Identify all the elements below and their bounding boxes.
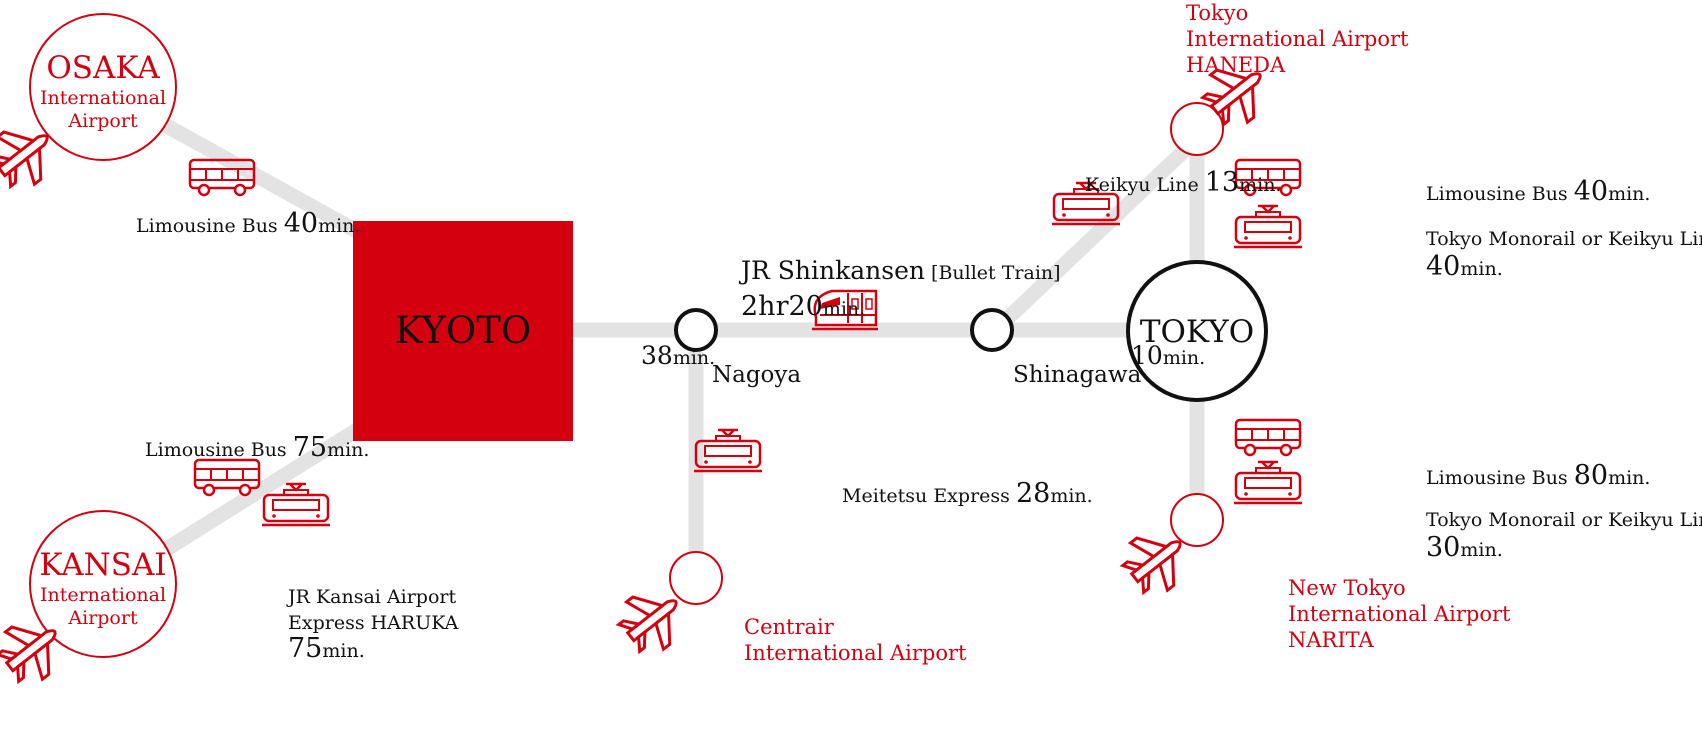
keikyu-time: 13 xyxy=(1204,167,1240,198)
shinagawa-tokyo-time-label: 10min. xyxy=(1131,341,1205,371)
narita-line1: New Tokyo xyxy=(1288,576,1406,600)
narita-rail-name: Tokyo Monorail or Keikyu Line xyxy=(1426,509,1702,531)
centrair-airport-node[interactable] xyxy=(669,551,723,605)
keikyu-name: Keikyu Line xyxy=(1085,174,1199,196)
shinagawa-label: Shinagawa xyxy=(1013,362,1142,388)
kyoto-nagoya-unit: min. xyxy=(672,347,716,369)
osaka-airport-line2: International xyxy=(39,87,167,110)
tokyo-label: TOKYO xyxy=(1140,314,1254,350)
shinkansen-minutes: 20 xyxy=(788,291,823,322)
route-shinagawa-haneda xyxy=(1002,144,1191,324)
osaka-bus-unit: min. xyxy=(318,215,361,237)
kyoto-nagoya-time-label: 38min. xyxy=(641,341,715,371)
kyoto-label: KYOTO xyxy=(395,309,531,352)
train-icon xyxy=(1232,460,1304,505)
kansai-airport-node[interactable] xyxy=(29,510,177,658)
nagoya-station-node[interactable] xyxy=(674,308,718,352)
kansai-bus-name: Limousine Bus xyxy=(145,439,287,461)
haneda-bus-unit: min. xyxy=(1608,183,1651,205)
narita-airport-node[interactable] xyxy=(1170,493,1224,547)
tokyo-hub[interactable] xyxy=(1126,260,1268,402)
haneda-airport-node[interactable] xyxy=(1170,102,1224,156)
train-icon xyxy=(1232,204,1304,249)
osaka-airport-label: OSAKA International Airport xyxy=(38,50,168,133)
shinkansen-unit: min. xyxy=(822,298,866,320)
narita-bus-time: 80 xyxy=(1573,460,1609,491)
kansai-bus-label: Limousine Bus 75min. xyxy=(145,432,369,464)
keikyu-unit: min. xyxy=(1239,174,1282,196)
bus-icon xyxy=(193,458,261,497)
kansai-rail-unit: min. xyxy=(322,640,365,662)
narita-bus-label: Limousine Bus 80min. xyxy=(1426,460,1650,492)
haneda-rail-unit: min. xyxy=(1460,258,1503,280)
narita-rail-time: 30 xyxy=(1426,532,1461,563)
osaka-bus-label: Limousine Bus 40min. xyxy=(136,208,360,240)
narita-bus-name: Limousine Bus xyxy=(1426,467,1568,489)
train-icon xyxy=(692,428,764,473)
kyoto-nagoya-time: 38 xyxy=(641,341,673,370)
narita-bus-unit: min. xyxy=(1608,467,1651,489)
osaka-airport-line3: Airport xyxy=(68,109,138,132)
shinkansen-note: [Bullet Train] xyxy=(931,262,1061,284)
kansai-airport-label: KANSAI International Airport xyxy=(38,547,168,630)
keikyu-label: Keikyu Line 13min. xyxy=(1085,167,1281,199)
kansai-bus-unit: min. xyxy=(327,439,370,461)
shinkansen-name: JR Shinkansen xyxy=(741,256,925,285)
meitetsu-time: 28 xyxy=(1015,478,1051,509)
nagoya-label: Nagoya xyxy=(712,362,802,388)
haneda-bus-label: Limousine Bus 40min. xyxy=(1426,176,1650,208)
narita-line2: International Airport xyxy=(1288,602,1511,626)
kansai-bus-time: 75 xyxy=(292,432,328,463)
kansai-rail-time: 75 xyxy=(288,633,323,664)
route-osaka-kyoto xyxy=(161,118,364,240)
narita-line3: NARITA xyxy=(1288,628,1374,652)
kansai-airport-line3: Airport xyxy=(68,606,138,629)
shinkansen-icon xyxy=(812,289,878,331)
osaka-bus-name: Limousine Bus xyxy=(136,215,278,237)
narita-airport-label: New Tokyo International Airport NARITA xyxy=(1288,575,1511,653)
kansai-rail-label: JR Kansai Airport Express HARUKA 75min. xyxy=(288,584,458,664)
haneda-bus-time: 40 xyxy=(1573,176,1609,207)
kansai-rail-line1: JR Kansai Airport xyxy=(288,586,457,608)
haneda-rail-label: Tokyo Monorail or Keikyu Line 40min. xyxy=(1426,225,1702,283)
narita-rail-label: Tokyo Monorail or Keikyu Line 30min. xyxy=(1426,506,1702,564)
haneda-line1: Tokyo xyxy=(1186,1,1249,25)
centrair-line2: International Airport xyxy=(744,641,967,665)
kansai-airport-name: KANSAI xyxy=(39,547,167,583)
shinagawa-station-node[interactable] xyxy=(970,308,1014,352)
osaka-airport-node[interactable] xyxy=(29,13,177,161)
shinkansen-hours: 2hr xyxy=(741,291,789,322)
haneda-line2: International Airport xyxy=(1186,27,1409,51)
bus-icon xyxy=(1234,418,1302,457)
osaka-airport-name: OSAKA xyxy=(46,50,160,86)
haneda-line3: HANEDA xyxy=(1186,53,1286,77)
shinkansen-label: JR Shinkansen [Bullet Train] 2hr20min. xyxy=(741,254,1061,326)
kyoto-hub[interactable] xyxy=(353,221,573,441)
meitetsu-unit: min. xyxy=(1050,485,1093,507)
centrair-line1: Centrair xyxy=(744,615,834,639)
meitetsu-label: Meitetsu Express 28min. xyxy=(842,478,1093,510)
route-kansai-kyoto xyxy=(161,421,364,557)
haneda-rail-name: Tokyo Monorail or Keikyu Line xyxy=(1426,228,1702,250)
kansai-rail-line2: Express HARUKA xyxy=(288,612,459,634)
meitetsu-name: Meitetsu Express xyxy=(842,485,1010,507)
narita-rail-unit: min. xyxy=(1460,539,1503,561)
haneda-rail-time: 40 xyxy=(1426,251,1461,282)
kansai-airport-line2: International xyxy=(39,584,167,607)
shinagawa-tokyo-unit: min. xyxy=(1162,347,1206,369)
osaka-bus-time: 40 xyxy=(283,208,319,239)
centrair-airport-label: Centrair International Airport xyxy=(744,614,967,666)
haneda-bus-name: Limousine Bus xyxy=(1426,183,1568,205)
shinagawa-tokyo-time: 10 xyxy=(1131,341,1163,370)
haneda-airport-label: Tokyo International Airport HANEDA xyxy=(1186,0,1409,78)
